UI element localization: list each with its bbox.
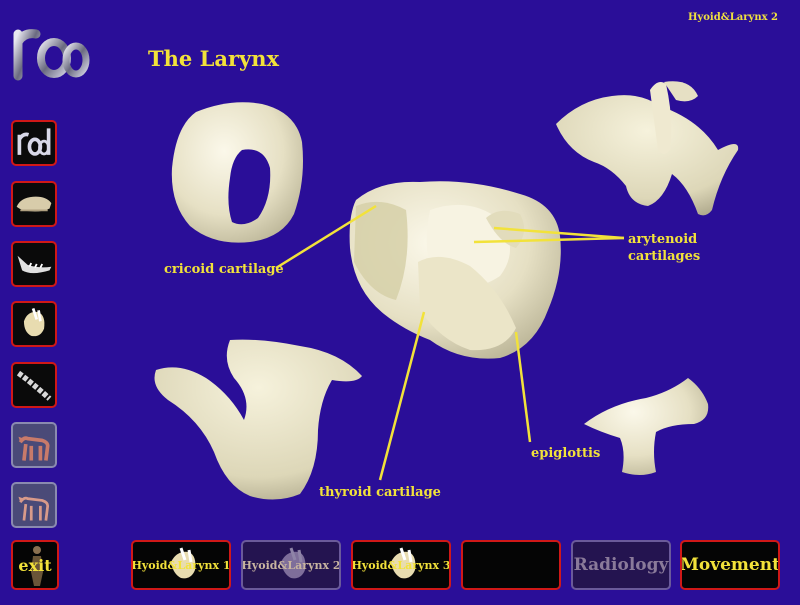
radiology-button[interactable]: Radiology <box>571 540 671 590</box>
figure-icon <box>31 546 43 586</box>
radiology-label: Radiology <box>573 555 669 575</box>
pointer-lines <box>275 204 625 481</box>
larynx-assembly-image <box>349 181 561 359</box>
jaw-icon <box>17 255 52 274</box>
sidebar-item-jaw[interactable] <box>11 241 57 287</box>
larynx-thumb-icon <box>391 547 416 579</box>
arytenoid-label-line1: arytenoid <box>628 232 698 247</box>
cricoid-cartilage-image <box>171 102 303 243</box>
dog-skeleton-icon <box>18 496 50 521</box>
cricoid-label: cricoid cartilage <box>164 262 284 277</box>
hyoid-larynx-1-button[interactable]: Hyoid&Larynx 1 <box>131 540 231 590</box>
page-code: Hyoid&Larynx 2 <box>687 12 778 23</box>
spine-icon <box>16 370 52 401</box>
thyroid-label: thyroid cartilage <box>319 485 441 500</box>
sidebar-item-dog-skeleton[interactable] <box>11 482 57 528</box>
larynx-thumb-icon <box>171 547 196 579</box>
page-title: The Larynx <box>148 46 279 71</box>
hyoid-larynx-3-label: Hyoid&Larynx 3 <box>351 558 451 572</box>
hyoid-larynx-2-button[interactable]: Hyoid&Larynx 2 <box>241 540 341 590</box>
sidebar-item-rad[interactable] <box>11 120 57 166</box>
arytenoid-cartilages-image <box>556 81 739 216</box>
sidebar-item-dog-muscle[interactable] <box>11 422 57 468</box>
hyoid-larynx-2-label: Hyoid&Larynx 2 <box>241 558 341 572</box>
sidebar-item-spine[interactable] <box>11 362 57 408</box>
rad-logo-icon <box>13 15 91 81</box>
exit-label: exit <box>18 555 52 575</box>
arytenoid-label-line2: cartilages <box>628 249 701 264</box>
larynx-icon <box>23 308 45 337</box>
hyoid-larynx-1-label: Hyoid&Larynx 1 <box>131 558 231 572</box>
sidebar-item-larynx[interactable] <box>11 301 57 347</box>
movement-label: Movement <box>680 555 780 575</box>
larynx-thumb-icon <box>281 547 306 579</box>
skull-icon <box>16 196 52 212</box>
thyroid-cartilage-image <box>154 339 362 500</box>
dog-muscle-icon <box>18 436 50 461</box>
empty-nav-button[interactable] <box>461 540 561 590</box>
epiglottis-label: epiglottis <box>531 446 601 461</box>
epiglottis-image <box>584 378 709 475</box>
hyoid-larynx-3-button[interactable]: Hyoid&Larynx 3 <box>351 540 451 590</box>
rad-logo-icon <box>17 128 51 156</box>
movement-button[interactable]: Movement <box>680 540 780 590</box>
sidebar-item-skull[interactable] <box>11 181 57 227</box>
exit-button[interactable]: exit <box>11 540 59 590</box>
